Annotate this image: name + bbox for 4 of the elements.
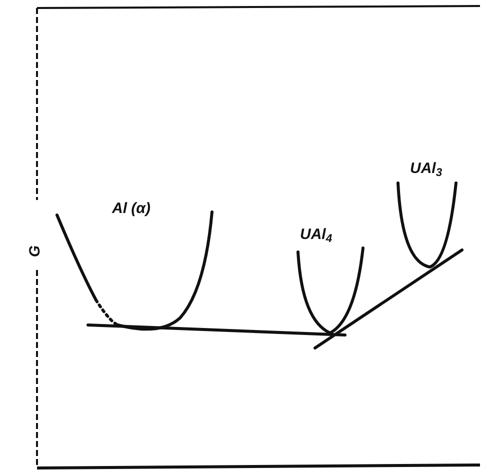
curve-label: UAl$_{3}$ [410,159,442,180]
curve-label: UAl$_{4}$ [300,225,332,246]
curve-label: Al (α) [112,199,150,219]
axis-label: G [26,245,45,258]
